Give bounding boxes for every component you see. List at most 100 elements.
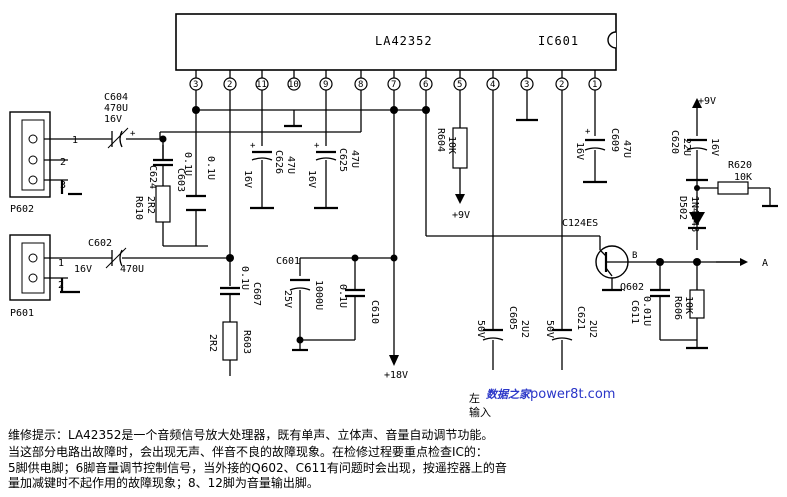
resistor-r603: R603 2R2 <box>207 321 252 361</box>
ic-ref: IC601 <box>538 34 579 48</box>
c610-ref: C610 <box>369 300 380 324</box>
c609-voltage: 16V <box>574 142 585 160</box>
c601-ref: C601 <box>276 256 300 267</box>
c604-voltage: 16V <box>104 114 122 125</box>
connector-p601: 1 2 P601 <box>9 234 80 319</box>
diode-d502: D502 1N4148 <box>677 196 706 232</box>
capacitor-c601: C601 25V 1000U <box>276 256 324 318</box>
r604-ref: R604 <box>435 128 446 152</box>
pin-label: 2 <box>559 80 564 90</box>
c626-voltage: 16V <box>242 170 253 188</box>
pin-label: 11 <box>256 80 267 90</box>
pin-label: 5 <box>457 80 462 90</box>
c601-value: 1000U <box>313 280 324 310</box>
c605-ref: C605 <box>507 306 518 330</box>
resistor-r610: R610 2R2 <box>133 185 171 223</box>
c603-ref: C603 <box>175 168 186 192</box>
ic-pin: 3 <box>189 70 203 91</box>
ic-pin: 8 <box>354 70 368 91</box>
note-line-1: 维修提示：LA42352是一个音频信号放大处理器，既有单声、立体声、音量自动调节… <box>8 428 494 442</box>
r620-ref: R620 <box>728 160 752 171</box>
svg-text:B: B <box>632 251 637 261</box>
c621-value: 2U2 <box>587 320 598 338</box>
p602-ref: P602 <box>10 204 34 215</box>
svg-text:+: + <box>250 141 256 151</box>
capacitor-c625: + C625 47U 16V <box>306 141 360 188</box>
junctions <box>159 106 701 344</box>
pin-label: 8 <box>358 80 363 90</box>
input-label-input: 输入 <box>469 406 491 419</box>
ic-pin: 1 <box>588 70 602 91</box>
note-line-3: 5脚供电脚；6脚音量调节控制信号，当外接的Q602、C611有问题时会出现，按遥… <box>8 461 507 475</box>
c621-ref: C621 <box>575 306 586 330</box>
r604-value: 10K <box>446 136 457 154</box>
r603-value: 2R2 <box>207 334 218 352</box>
c625-value: 47U <box>349 150 360 168</box>
c605-voltage: 50V <box>475 320 486 338</box>
ic-pin: 4 <box>486 70 500 91</box>
c621-voltage: 50V <box>544 320 555 338</box>
capacitor-c611: C611 0.01U <box>629 288 670 326</box>
p602-pin2: 2 <box>60 157 66 168</box>
c601-voltage: 25V <box>282 290 293 308</box>
c626-value: 47U <box>285 156 296 174</box>
c626-ref: C626 <box>273 150 284 174</box>
capacitor-c605: 50V C605 2U2 <box>475 306 530 350</box>
c624-value: 0.1U <box>182 152 193 176</box>
c620-ref: C620 <box>669 130 680 154</box>
c602-value: 470U <box>120 264 144 275</box>
c607-value: 0.1U <box>239 266 250 290</box>
p602-pin1: 1 <box>72 135 78 146</box>
pin-label: 9 <box>323 80 328 90</box>
c610-value: 0.1U <box>337 284 348 308</box>
d502-ref: D502 <box>677 196 688 220</box>
d502-type: 1N4148 <box>689 196 700 232</box>
note-line-4: 量加减键时不起作用的故障现象；8、12脚为音量输出脚。 <box>8 476 319 490</box>
capacitor-c603: C603 0.1U <box>175 156 216 212</box>
pin-label: 3 <box>193 80 198 90</box>
rail-plus18: +18V <box>384 355 408 381</box>
rail-plus9-a: +9V <box>452 210 470 221</box>
capacitor-c607: 0.1U C607 <box>220 266 262 322</box>
c603-value: 0.1U <box>205 156 216 180</box>
r606-value: 10K <box>683 296 694 314</box>
pin-label: 1 <box>592 80 597 90</box>
rail-plus9-b: +9V <box>692 96 716 108</box>
c604-ref: C604 <box>104 92 128 103</box>
c625-ref: C625 <box>337 148 348 172</box>
p601-pin1: 1 <box>58 258 64 269</box>
watermark: 数据之家power8t.com <box>486 386 615 402</box>
node-a-label: A <box>762 258 768 269</box>
c609-value: 47U <box>621 140 632 158</box>
capacitor-c609: + C609 47U 16V <box>574 127 632 166</box>
ic-pin: 2 <box>223 70 237 91</box>
c625-voltage: 16V <box>306 170 317 188</box>
input-label-left: 左 <box>469 392 480 405</box>
c604-value: 470U <box>104 103 128 114</box>
ic-pin: 11 <box>255 70 269 91</box>
c611-value: 0.01U <box>641 296 652 326</box>
ic-pin: 2 <box>555 70 569 91</box>
q602-type: C124ES <box>562 218 598 229</box>
pin-label: 6 <box>423 80 428 90</box>
c605-value: 2U2 <box>519 320 530 338</box>
capacitor-c610: 0.1U C610 <box>337 276 380 324</box>
r610-value: 2R2 <box>145 196 156 214</box>
c624-ref: C624 <box>147 165 158 189</box>
circuit-schematic: LA42352 IC601 3 2 11 10 9 8 7 6 5 4 3 2 … <box>9 13 778 381</box>
svg-text:+: + <box>585 127 591 137</box>
rail-plus9-b-label: +9V <box>698 96 716 107</box>
transistor-q602: C124ES Q602 B <box>562 218 644 293</box>
svg-text:+: + <box>314 141 320 151</box>
capacitor-c626: + C626 47U 16V <box>242 141 296 188</box>
svg-text:+: + <box>130 129 136 139</box>
rail-plus18-label: +18V <box>384 370 408 381</box>
capacitor-c604: + C604 470U 16V <box>104 92 136 149</box>
r620-value: 10K <box>734 172 752 183</box>
capacitor-c624: C624 0.1U <box>147 139 193 189</box>
ic-pins: 3 2 11 10 9 8 7 6 5 4 3 2 1 <box>189 70 602 91</box>
ic-pin: 10 <box>287 70 301 91</box>
capacitor-c621: 50V C621 2U2 <box>544 306 598 350</box>
ic-name: LA42352 <box>375 34 433 48</box>
connector-p602: 1 2 3 P602 <box>9 111 82 215</box>
